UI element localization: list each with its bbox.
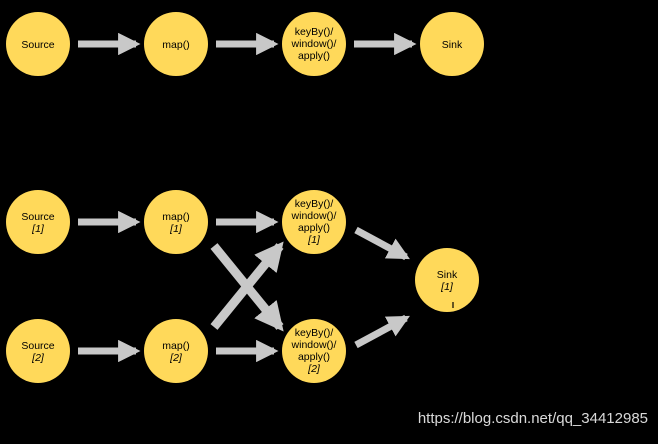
node-window-2-line-3: apply() bbox=[298, 351, 330, 363]
node-window-1-line-1: keyBy()/ bbox=[295, 198, 334, 210]
parallel-view: Source [1] map() [1] keyBy()/ window()/ … bbox=[6, 190, 479, 383]
node-source-2: Source [2] bbox=[6, 319, 70, 383]
node-window-2-line-2: window()/ bbox=[291, 339, 337, 351]
node-window-line-1: keyBy()/ bbox=[295, 26, 334, 38]
node-window-1-line-3: apply() bbox=[298, 222, 330, 234]
arrow-window1-to-sink bbox=[356, 230, 406, 257]
node-sink-1: Sink [1] bbox=[415, 248, 479, 312]
node-sink-1-index: [1] bbox=[440, 281, 454, 293]
node-map-2-index: [2] bbox=[169, 352, 183, 364]
node-source-1-label: Source bbox=[21, 211, 54, 223]
node-map-1-label: map() bbox=[162, 211, 189, 223]
node-source-1: Source [1] bbox=[6, 190, 70, 254]
node-map-1: map() [1] bbox=[144, 190, 208, 254]
node-window-line-2: window()/ bbox=[291, 38, 337, 50]
node-window-2-index: [2] bbox=[307, 363, 321, 375]
node-map-label: map() bbox=[162, 39, 189, 51]
node-window-1-index: [1] bbox=[307, 234, 321, 246]
node-map-2-label: map() bbox=[162, 340, 189, 352]
node-window-1: keyBy()/ window()/ apply() [1] bbox=[282, 190, 346, 254]
node-sink-label: Sink bbox=[442, 39, 463, 51]
node-window: keyBy()/ window()/ apply() bbox=[282, 12, 346, 76]
node-window-line-3: apply() bbox=[298, 50, 330, 62]
node-sink: Sink bbox=[420, 12, 484, 76]
node-window-1-line-2: window()/ bbox=[291, 210, 337, 222]
node-source-1-index: [1] bbox=[31, 223, 45, 235]
arrow-window2-to-sink bbox=[356, 318, 406, 345]
node-map-1-index: [1] bbox=[169, 223, 183, 235]
logical-view: Source map() keyBy()/ window()/ apply() … bbox=[6, 12, 484, 76]
node-map: map() bbox=[144, 12, 208, 76]
node-source-2-index: [2] bbox=[31, 352, 45, 364]
node-source-2-label: Source bbox=[21, 340, 54, 352]
watermark-text: https://blog.csdn.net/qq_34412985 bbox=[418, 410, 648, 427]
node-source-label: Source bbox=[21, 39, 54, 51]
node-window-2: keyBy()/ window()/ apply() [2] bbox=[282, 319, 346, 383]
node-window-2-line-1: keyBy()/ bbox=[295, 327, 334, 339]
node-map-2: map() [2] bbox=[144, 319, 208, 383]
node-source: Source bbox=[6, 12, 70, 76]
node-sink-1-label: Sink bbox=[437, 269, 458, 281]
